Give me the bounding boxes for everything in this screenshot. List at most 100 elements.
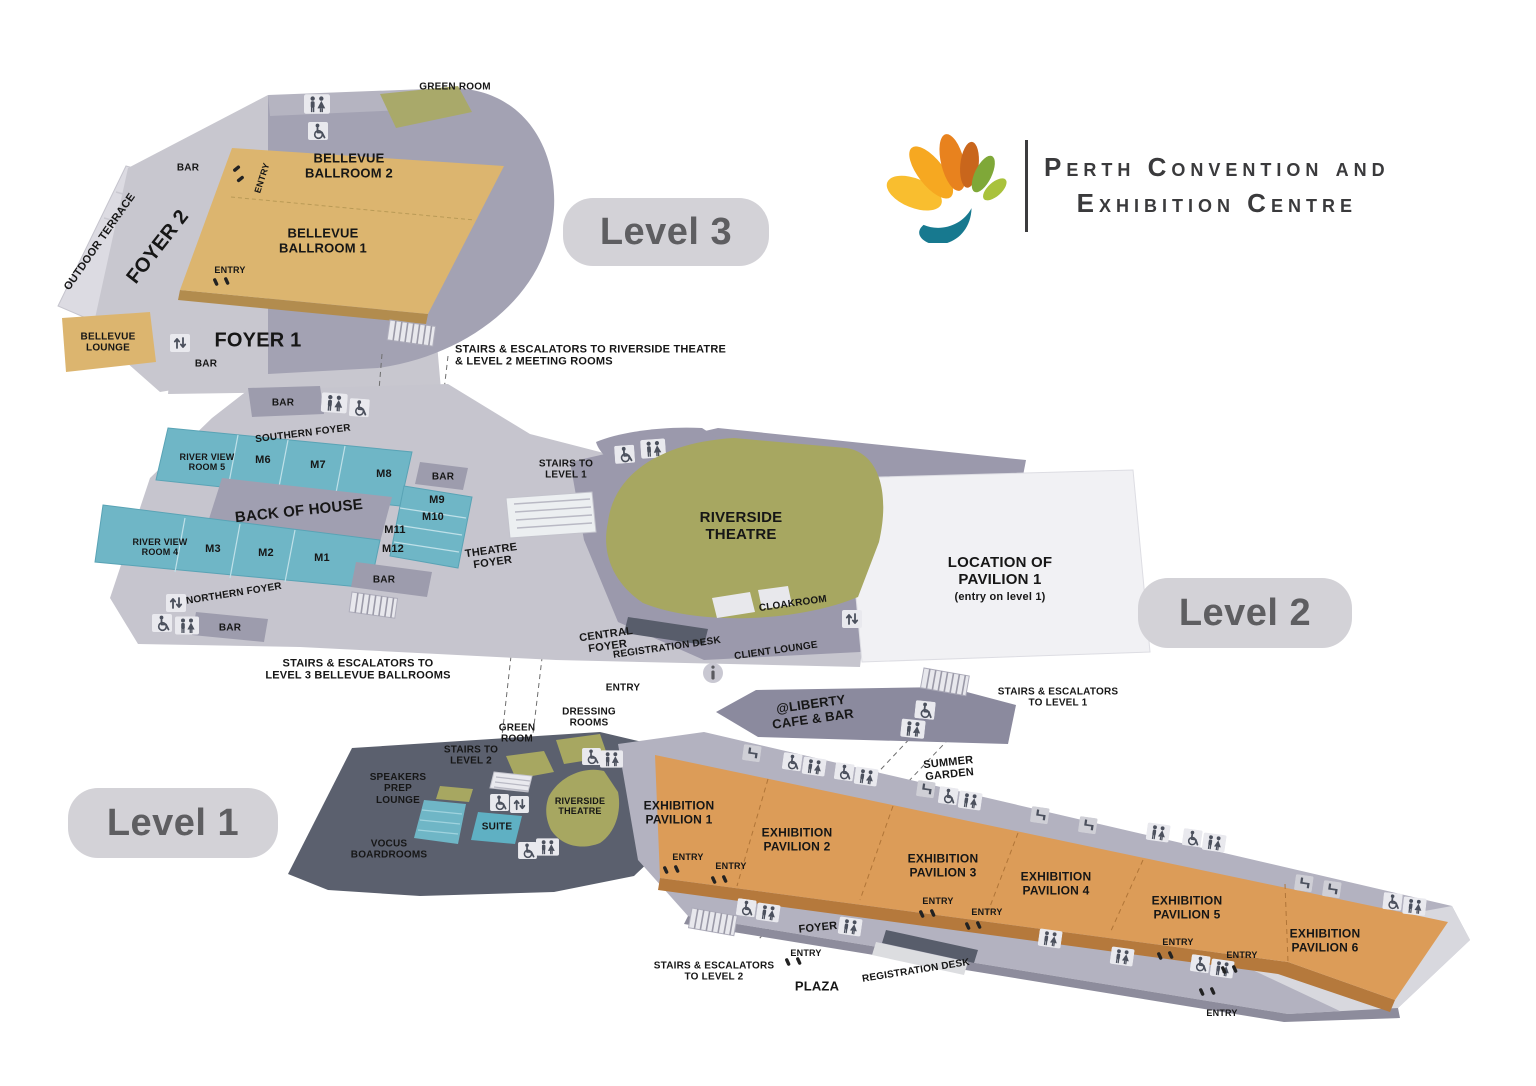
registration-desk-shape-l1 [882, 930, 978, 963]
pavilion2-label: EXHIBITION PAVILION 2 [761, 825, 833, 853]
suite-shape [471, 812, 522, 844]
pavilion6-label: EXHIBITION PAVILION 6 [1289, 926, 1361, 954]
ballroom1-label: BELLEVUE BALLROOM 1 [279, 225, 367, 255]
dressing-rooms-label: DRESSING ROOMS [562, 706, 616, 729]
toilets-icon [900, 718, 926, 739]
wheelchair-icon [781, 752, 803, 772]
toilets-icon [536, 838, 559, 856]
pavilions-side [658, 878, 1395, 1012]
plaza-label: PLAZA [794, 978, 840, 994]
toilets-icon [853, 766, 879, 787]
wheelchair-icon [614, 444, 636, 464]
bar-label: BAR [431, 471, 455, 483]
green-room-shape-l1 [506, 751, 554, 779]
entry-label: ENTRY [1226, 949, 1258, 960]
room-m10-label: M10 [422, 510, 444, 523]
seat-icon [1293, 874, 1314, 893]
entry-label: ENTRY [922, 895, 954, 906]
logo-flower-icon [886, 134, 1007, 243]
lift-icon [166, 594, 186, 612]
logo-line2: Exhibition Centre [1076, 187, 1357, 218]
entry-label: ENTRY [971, 906, 1003, 917]
toilets-icon [801, 756, 827, 777]
room-m3-label: M3 [205, 542, 221, 555]
green-room-label-l3: GREEN ROOM [419, 81, 491, 93]
stairs-treads [513, 498, 593, 529]
toilets-icon [1109, 946, 1135, 967]
level2-badge: Level 2 [1138, 578, 1352, 648]
bar-block-north [248, 386, 324, 417]
room-m8-label: M8 [376, 467, 392, 480]
room-m6-label: M6 [255, 453, 271, 466]
toilets-icon [837, 916, 863, 937]
level3-plan [57, 86, 555, 394]
pavilion-dividers [736, 778, 1289, 963]
logo-divider [1025, 139, 1028, 232]
pavilion1-location-label: LOCATION OF PAVILION 1 [947, 554, 1053, 588]
meeting-rooms-right-block [389, 485, 473, 569]
ballroom-side [178, 290, 428, 324]
bellevue-lounge-label: BELLEVUE LOUNGE [80, 331, 136, 354]
seat-icon [1029, 806, 1050, 825]
toilets-icon [1145, 822, 1171, 843]
ballroom-divider [230, 196, 475, 221]
entry-label: ENTRY [605, 682, 641, 694]
toilets-icon [600, 750, 623, 768]
room-m7-label: M7 [310, 458, 326, 471]
bar-block-south [351, 562, 432, 597]
level2-plan [94, 384, 1151, 744]
exhibition-pavilions-shape [655, 755, 1448, 1000]
liberty-cafe-shape [716, 687, 1016, 744]
wheelchair-icon [490, 794, 509, 811]
wheelchair-icon [348, 398, 370, 418]
stairs-escalators-l1-label: STAIRS & ESCALATORS TO LEVEL 1 [997, 686, 1119, 709]
room-m1-label: M1 [314, 551, 330, 564]
pavilion4-label: EXHIBITION PAVILION 4 [1020, 869, 1092, 897]
seat-icon [1321, 880, 1342, 899]
vocus-boardrooms-label: VOCUS BOARDROOMS [350, 838, 428, 861]
green-room-label-l1: GREEN ROOM [498, 722, 536, 745]
stairs-treads [493, 776, 531, 792]
toilets-icon [320, 392, 348, 414]
toilets-icon [957, 790, 983, 811]
logo-wordmark: Perth Convention and Exhibition Centre [1044, 150, 1390, 220]
lift-icon [842, 610, 862, 628]
wheelchair-icon [735, 898, 757, 918]
pavilion1-label: EXHIBITION PAVILION 1 [643, 798, 715, 826]
cloakroom-block [758, 586, 792, 609]
level1-badge: Level 1 [68, 788, 278, 858]
toilets-icon [1201, 832, 1227, 853]
wheelchair-icon [1189, 954, 1211, 974]
bar-label: BAR [218, 622, 242, 634]
toilets-icon [1402, 896, 1427, 916]
stairs-note-l2: STAIRS & ESCALATORS TO LEVEL 3 BELLEVUE … [265, 657, 451, 682]
wheelchair-icon [308, 122, 328, 140]
toilets-icon [175, 616, 199, 635]
meeting-room-dividers [393, 507, 467, 553]
room-m11-label: M11 [384, 523, 406, 536]
bar-block-northwest [192, 612, 268, 642]
bellevue-ballrooms-shape [180, 148, 504, 314]
green-room-shape-l3 [380, 86, 472, 128]
logo: Perth Convention and Exhibition Centre [884, 128, 1390, 243]
bar-label: BAR [176, 162, 200, 174]
entry-label: ENTRY [790, 947, 822, 958]
logo-line1: Perth Convention and [1044, 152, 1390, 183]
entry-label: ENTRY [672, 851, 704, 862]
bar-label: BAR [372, 574, 396, 586]
suite-label: SUITE [481, 821, 513, 833]
room-m12-label: M12 [382, 542, 404, 555]
riverside-theatre-label-l1: RIVERSIDE THEATRE [554, 795, 606, 816]
wheelchair-icon [833, 762, 855, 782]
entry-label: ENTRY [214, 264, 246, 275]
summer-garden-label: SUMMER GARDEN [922, 754, 975, 784]
bar-label: BAR [194, 358, 218, 370]
registration-desk-front-l1 [872, 942, 968, 975]
level1-plan [288, 732, 1470, 1022]
speakers-prep-lounge-label: SPEAKERS PREP LOUNGE [369, 772, 427, 806]
wheelchair-icon [914, 700, 936, 720]
bellevue-lounge-shape [62, 312, 156, 372]
green-block [436, 786, 473, 802]
meeting-room-dividers [174, 517, 296, 583]
